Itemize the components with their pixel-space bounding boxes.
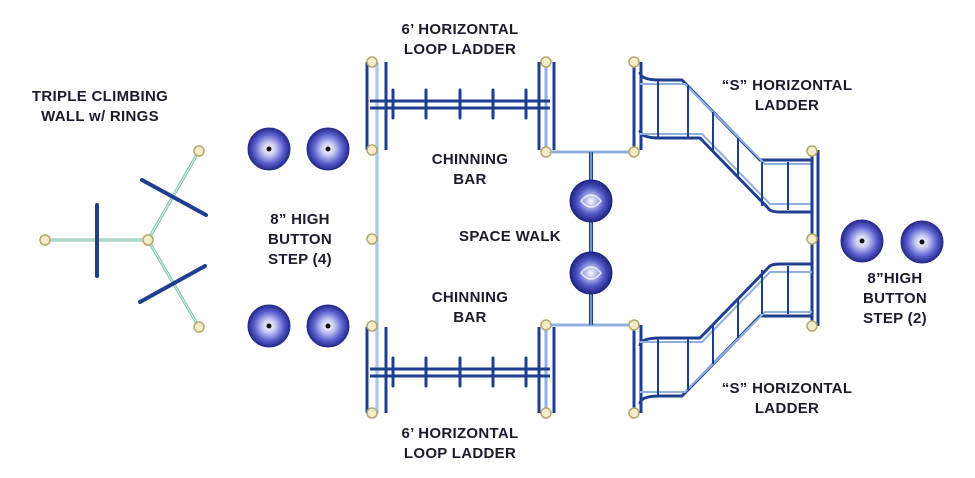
s-ladder-top bbox=[632, 62, 820, 326]
label-line: BAR bbox=[453, 171, 487, 188]
space-walk-disc bbox=[569, 179, 613, 223]
button-steps-right bbox=[840, 219, 944, 264]
label-line: LOOP LADDER bbox=[403, 41, 517, 58]
climbing-panel-lower bbox=[138, 264, 207, 304]
label-line: SPACE WALK bbox=[459, 228, 561, 245]
button-steps-left bbox=[247, 127, 350, 348]
space-walk bbox=[569, 179, 613, 295]
label-line: LADDER bbox=[754, 400, 820, 417]
button-step bbox=[306, 304, 350, 348]
s-ladder-bottom bbox=[632, 262, 812, 413]
label-line: 6’ HORIZONTAL bbox=[401, 21, 519, 38]
button-step bbox=[247, 304, 291, 348]
loop-ladder-bottom bbox=[365, 327, 556, 413]
label-chinning-bar-bottom: CHINNING BAR bbox=[415, 288, 525, 328]
label-line: CHINNING bbox=[431, 151, 509, 168]
button-step bbox=[900, 220, 944, 264]
label-line: BUTTON bbox=[267, 231, 333, 248]
label-loop-ladder-top: 6’ HORIZONTAL LOOP LADDER bbox=[380, 20, 540, 60]
label-s-ladder-bottom: “S” HORIZONTAL LADDER bbox=[707, 379, 867, 419]
label-chinning-bar-top: CHINNING BAR bbox=[415, 150, 525, 190]
label-line: WALL w/ RINGS bbox=[41, 108, 159, 125]
button-step bbox=[840, 219, 884, 263]
loop-ladder-top bbox=[365, 62, 556, 150]
label-button-step-4: 8” HIGH BUTTON STEP (4) bbox=[245, 210, 355, 270]
label-line: BUTTON bbox=[862, 290, 928, 307]
label-line: TRIPLE CLIMBING bbox=[31, 88, 169, 105]
label-line: “S” HORIZONTAL bbox=[721, 380, 853, 397]
posts bbox=[366, 56, 818, 419]
label-line: STEP (2) bbox=[863, 310, 927, 327]
label-line: CHINNING bbox=[431, 289, 509, 306]
label-line: 8”HIGH bbox=[867, 270, 923, 287]
label-line: 6’ HORIZONTAL bbox=[401, 425, 519, 442]
label-line: “S” HORIZONTAL bbox=[721, 77, 853, 94]
label-line: LADDER bbox=[754, 97, 820, 114]
button-step bbox=[247, 127, 291, 171]
label-loop-ladder-bottom: 6’ HORIZONTAL LOOP LADDER bbox=[380, 424, 540, 464]
label-line: BAR bbox=[453, 309, 487, 326]
label-triple-climbing-wall: TRIPLE CLIMBING WALL w/ RINGS bbox=[20, 87, 180, 127]
space-walk-disc bbox=[569, 251, 613, 295]
triple-climbing-wall bbox=[39, 145, 208, 333]
label-button-step-2: 8”HIGH BUTTON STEP (2) bbox=[840, 269, 950, 329]
button-step bbox=[306, 127, 350, 171]
label-line: LOOP LADDER bbox=[403, 445, 517, 462]
label-s-ladder-top: “S” HORIZONTAL LADDER bbox=[707, 76, 867, 116]
label-line: 8” HIGH bbox=[270, 211, 330, 228]
label-line: STEP (4) bbox=[268, 251, 332, 268]
climbing-panel-upper bbox=[140, 178, 208, 217]
label-space-walk: SPACE WALK bbox=[440, 227, 580, 247]
